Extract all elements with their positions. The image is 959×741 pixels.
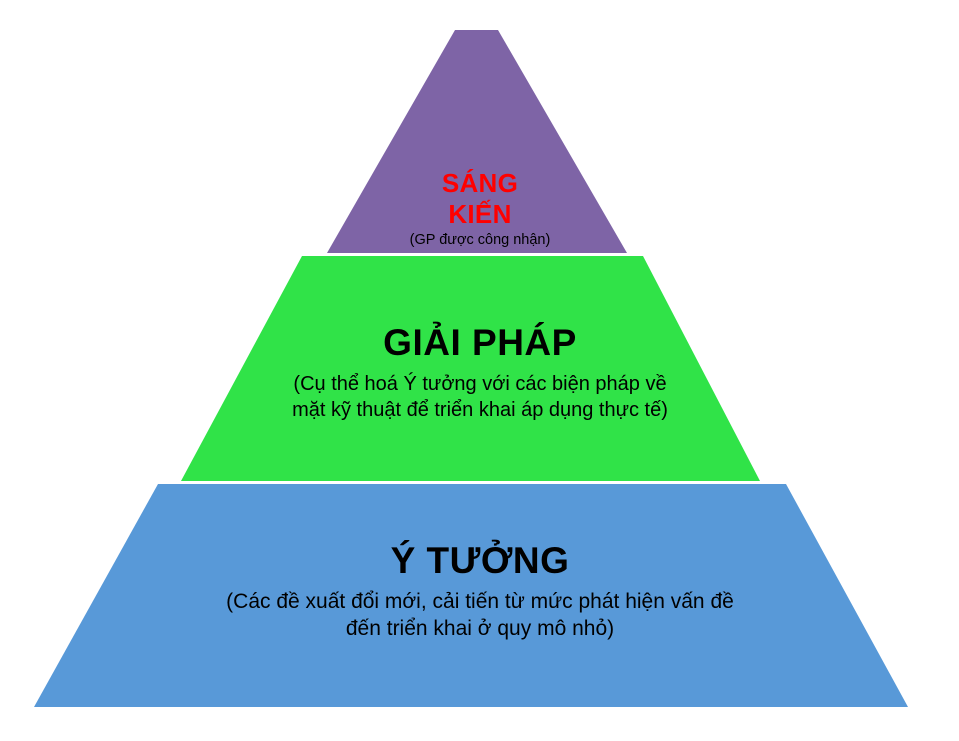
tier-shape-sang-kien[interactable] xyxy=(327,30,627,253)
tier-shape-y-tuong[interactable] xyxy=(34,484,908,707)
tier-shape-giai-phap[interactable] xyxy=(181,256,760,481)
